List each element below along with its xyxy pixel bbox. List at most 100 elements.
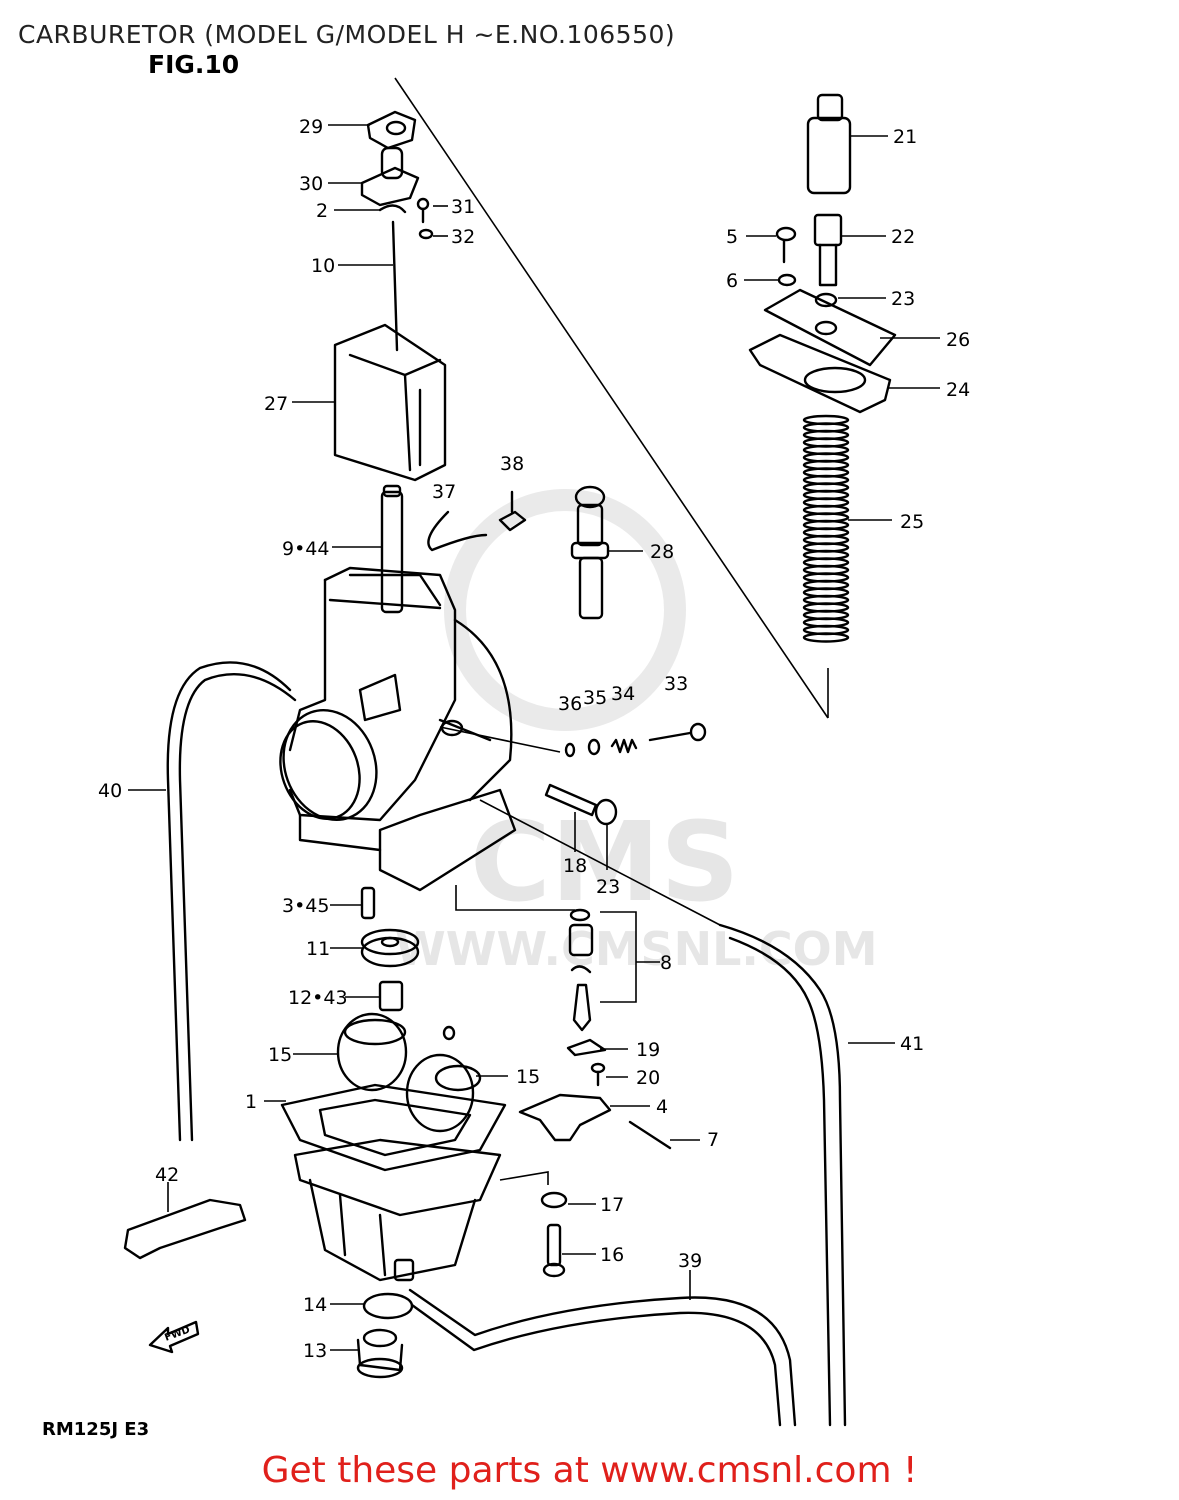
callout-23-bottom: 23 bbox=[596, 876, 620, 898]
callout-42: 42 bbox=[155, 1164, 179, 1186]
part-24-gasket[interactable] bbox=[748, 333, 892, 414]
part-4-bracket[interactable] bbox=[518, 1093, 612, 1142]
callout-15-left: 15 bbox=[268, 1044, 292, 1066]
callout-labels: 29 30 2 31 32 10 27 38 37 9•44 28 21 5 2… bbox=[98, 116, 970, 1362]
model-code: RM125J E3 bbox=[42, 1419, 150, 1440]
part-42-bracket[interactable] bbox=[123, 1198, 247, 1260]
part-20-screw[interactable] bbox=[590, 1062, 606, 1087]
part-7-pin[interactable] bbox=[628, 1120, 672, 1150]
part-8-needle-valve[interactable] bbox=[568, 908, 594, 1032]
leader-body-to-8 bbox=[455, 885, 575, 911]
part-41-hose-outline bbox=[728, 936, 832, 1427]
part-17-washer[interactable] bbox=[540, 1191, 568, 1209]
part-28-choke[interactable] bbox=[570, 485, 610, 620]
part-small-ball bbox=[442, 1025, 456, 1041]
part-35-washer[interactable] bbox=[587, 738, 601, 756]
part-2-clip[interactable] bbox=[378, 204, 407, 214]
callout-9-44: 9•44 bbox=[282, 538, 329, 560]
page-title: CARBURETOR (MODEL G/MODEL H ~E.NO.106550… bbox=[18, 20, 676, 49]
callout-15-right: 15 bbox=[516, 1066, 540, 1088]
callout-14: 14 bbox=[303, 1294, 327, 1316]
part-27-cover[interactable] bbox=[333, 323, 447, 482]
leader-air-screw bbox=[439, 726, 561, 753]
callout-41: 41 bbox=[900, 1033, 924, 1055]
callout-33: 33 bbox=[664, 673, 688, 695]
part-34-spring[interactable] bbox=[610, 738, 638, 754]
part-32-washer[interactable] bbox=[418, 228, 434, 240]
callout-18: 18 bbox=[563, 855, 587, 877]
callout-24: 24 bbox=[946, 379, 970, 401]
part-9-44-needle[interactable] bbox=[380, 484, 404, 614]
callout-35: 35 bbox=[583, 687, 607, 709]
figure-label: FIG.10 bbox=[148, 50, 240, 79]
part-12-43-jet[interactable] bbox=[378, 980, 404, 1012]
part-29-cap[interactable] bbox=[366, 110, 417, 150]
part-39-hose[interactable] bbox=[408, 1288, 797, 1427]
watermark-brand: CMS bbox=[470, 798, 739, 926]
callout-25: 25 bbox=[900, 511, 924, 533]
callout-4: 4 bbox=[656, 1096, 668, 1118]
part-37-spring-clip[interactable] bbox=[427, 510, 488, 552]
part-26-cap[interactable] bbox=[763, 288, 897, 367]
callout-30: 30 bbox=[299, 173, 323, 195]
callout-34: 34 bbox=[611, 683, 635, 705]
callout-1: 1 bbox=[245, 1091, 257, 1113]
callout-32: 32 bbox=[451, 226, 475, 248]
callout-27: 27 bbox=[264, 393, 288, 415]
callout-5: 5 bbox=[726, 226, 738, 248]
callout-6: 6 bbox=[726, 270, 738, 292]
part-39-hose-outline bbox=[410, 1303, 782, 1427]
carburetor-body[interactable] bbox=[267, 566, 517, 892]
part-16-screw[interactable] bbox=[542, 1223, 566, 1278]
bracket-8 bbox=[600, 911, 637, 1003]
callout-11: 11 bbox=[306, 938, 330, 960]
part-10-cable[interactable] bbox=[391, 220, 399, 352]
part-13-drain-plug[interactable] bbox=[356, 1328, 404, 1379]
part-6-washer[interactable] bbox=[777, 273, 797, 287]
leader-41-hose bbox=[479, 799, 721, 926]
part-3-45-jet[interactable] bbox=[360, 886, 376, 920]
leader-lines bbox=[128, 124, 940, 1351]
part-1-gasket[interactable] bbox=[280, 1083, 507, 1172]
callout-23-top: 23 bbox=[891, 288, 915, 310]
spring-coil bbox=[802, 632, 850, 643]
part-40-hose[interactable] bbox=[166, 661, 292, 1142]
part-15-float-right[interactable] bbox=[405, 1053, 482, 1133]
part-38-screw[interactable] bbox=[498, 490, 527, 532]
callout-22: 22 bbox=[891, 226, 915, 248]
callout-10: 10 bbox=[311, 255, 335, 277]
part-31-screw[interactable] bbox=[416, 197, 430, 224]
callout-40: 40 bbox=[98, 780, 122, 802]
part-21-adjuster[interactable] bbox=[806, 93, 852, 195]
bracket-17 bbox=[499, 1171, 549, 1185]
callout-12-43: 12•43 bbox=[288, 987, 348, 1009]
part-40-hose-outline bbox=[178, 673, 297, 1142]
part-5-screw[interactable] bbox=[775, 226, 797, 264]
callout-28: 28 bbox=[650, 541, 674, 563]
assembly-diagonal-line bbox=[394, 77, 829, 719]
part-30-plate[interactable] bbox=[360, 146, 420, 207]
part-33-air-screw[interactable] bbox=[648, 722, 707, 742]
callout-36: 36 bbox=[558, 693, 582, 715]
part-25-spring[interactable] bbox=[802, 414, 850, 643]
part-23-nut[interactable] bbox=[594, 798, 618, 826]
part-11-ring[interactable] bbox=[360, 928, 420, 968]
part-22-adjuster-screw[interactable] bbox=[813, 213, 843, 287]
callout-2: 2 bbox=[316, 200, 328, 222]
forward-arrow: FWD bbox=[148, 1320, 200, 1354]
callout-13: 13 bbox=[303, 1340, 327, 1362]
callout-19: 19 bbox=[636, 1039, 660, 1061]
part-36-washer[interactable] bbox=[564, 742, 576, 758]
part-18-stud[interactable] bbox=[544, 783, 598, 817]
part-14-o-ring[interactable] bbox=[362, 1292, 414, 1320]
part-41-hose[interactable] bbox=[718, 923, 847, 1427]
callout-17: 17 bbox=[600, 1194, 624, 1216]
callout-21: 21 bbox=[893, 126, 917, 148]
part-15-float-left[interactable] bbox=[336, 1012, 408, 1092]
callout-39: 39 bbox=[678, 1250, 702, 1272]
part-19-clip[interactable] bbox=[566, 1038, 607, 1057]
promo-text[interactable]: Get these parts at www.cmsnl.com ! bbox=[261, 1450, 918, 1491]
float-bowl[interactable] bbox=[293, 1138, 502, 1282]
callout-37: 37 bbox=[432, 481, 456, 503]
